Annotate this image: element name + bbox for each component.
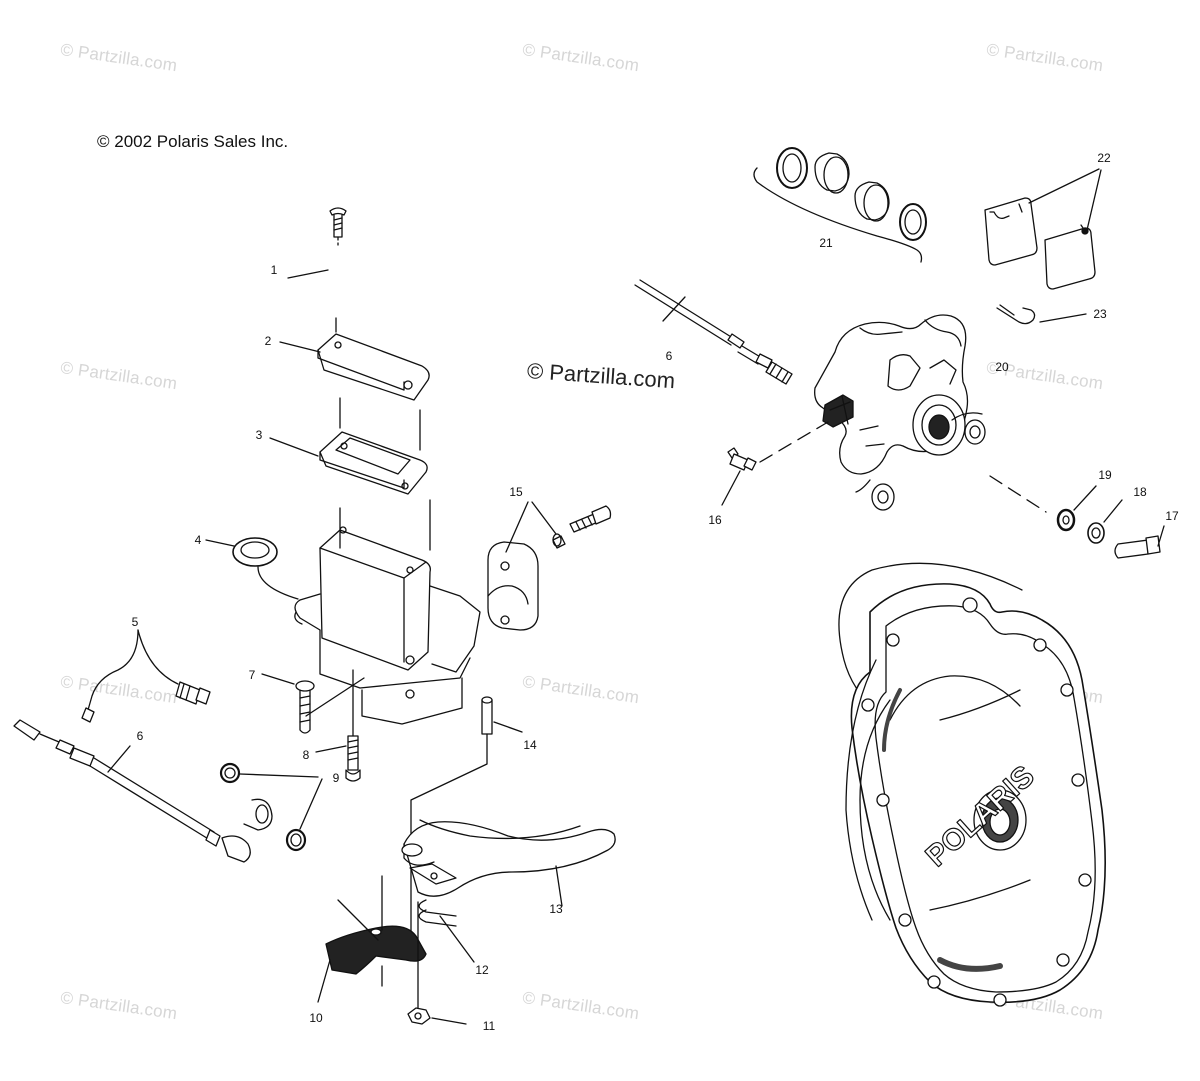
diaphragm-part xyxy=(269,397,428,495)
pivot-bolt-part xyxy=(261,673,365,734)
callout-21[interactable]: 21 xyxy=(819,236,833,250)
return-spring-part xyxy=(418,899,475,963)
callout-3[interactable]: 3 xyxy=(255,428,263,442)
callout-17[interactable]: 17 xyxy=(1165,509,1179,523)
brake-pads-part xyxy=(984,168,1102,290)
callout-11[interactable]: 11 xyxy=(482,1019,496,1033)
master-cylinder-body-part xyxy=(294,499,481,725)
piston-seal-kit-part xyxy=(753,147,927,263)
callout-23[interactable]: 23 xyxy=(1093,307,1107,321)
copyright-notice: © 2002 Polaris Sales Inc. xyxy=(97,132,289,151)
callout-15[interactable]: 15 xyxy=(509,485,523,499)
callout-6-lower[interactable]: 6 xyxy=(136,729,144,743)
callout-8[interactable]: 8 xyxy=(302,748,310,762)
lock-nut-part xyxy=(407,901,467,1025)
callout-2[interactable]: 2 xyxy=(264,334,272,348)
callout-12[interactable]: 12 xyxy=(475,963,489,977)
callout-10[interactable]: 10 xyxy=(309,1011,323,1025)
callout-4[interactable]: 4 xyxy=(194,533,202,547)
callout-1[interactable]: 1 xyxy=(270,263,278,277)
brake-line-part xyxy=(634,279,793,385)
chaincase-cover-part xyxy=(838,562,1106,1007)
screw-part xyxy=(315,669,361,782)
callout-6-upper[interactable]: 6 xyxy=(665,349,673,363)
bolt-part xyxy=(1114,525,1165,559)
pin-part xyxy=(996,304,1087,325)
clamp-part xyxy=(487,501,612,631)
callout-7[interactable]: 7 xyxy=(248,668,256,682)
callout-20[interactable]: 20 xyxy=(995,360,1009,374)
lever-pin-part xyxy=(410,696,523,951)
washer-part xyxy=(1056,485,1097,532)
washer-part xyxy=(1087,499,1123,544)
callout-19[interactable]: 19 xyxy=(1098,468,1112,482)
boot-part xyxy=(205,537,299,600)
callout-16[interactable]: 16 xyxy=(708,513,722,527)
brake-switch-part xyxy=(81,629,211,723)
callout-14[interactable]: 14 xyxy=(523,738,537,752)
lever-cam-part xyxy=(317,925,427,1003)
reservoir-cover-part xyxy=(279,317,430,401)
callout-18[interactable]: 18 xyxy=(1133,485,1147,499)
callout-9[interactable]: 9 xyxy=(332,771,340,785)
brake-line-part xyxy=(13,719,273,863)
bleeder-screw-part xyxy=(721,447,757,506)
screw-part xyxy=(287,207,347,279)
callout-5[interactable]: 5 xyxy=(131,615,139,629)
brake-caliper-part xyxy=(814,314,986,511)
brake-lever-part xyxy=(401,819,616,907)
callout-13[interactable]: 13 xyxy=(549,902,563,916)
callout-22[interactable]: 22 xyxy=(1097,151,1111,165)
sealing-washer-part xyxy=(219,762,323,852)
